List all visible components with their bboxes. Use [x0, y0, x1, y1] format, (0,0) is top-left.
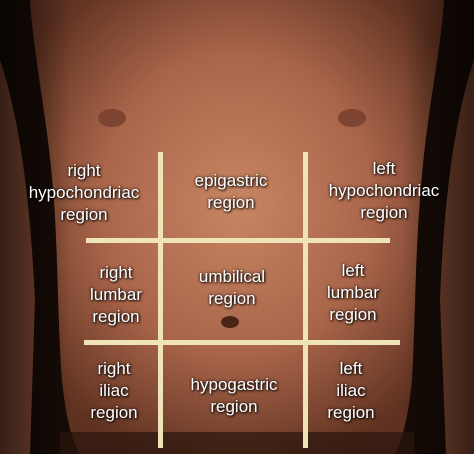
hypogastric-label: hypogastric region	[190, 375, 278, 416]
lower-horizontal-line	[84, 340, 400, 345]
right-lumbar-label: right lumbar region	[90, 263, 142, 326]
left-hypochondriac-label: left hypochondriac region	[328, 159, 440, 222]
left-lumbar-label: left lumbar region	[327, 261, 379, 324]
left-nipple	[338, 109, 366, 127]
right-iliac-label: right iliac region	[90, 359, 138, 422]
region-grid	[84, 152, 400, 448]
right-hypochondriac-label: right hypochondriac region	[28, 161, 140, 224]
epigastric-label: epigastric region	[194, 171, 268, 212]
right-nipple	[98, 109, 126, 127]
left-vertical-line	[303, 152, 308, 448]
right-vertical-line	[158, 152, 163, 448]
upper-horizontal-line	[86, 238, 390, 243]
navel	[221, 316, 239, 328]
waistband-shadow	[60, 432, 414, 454]
umbilical-label: umbilical region	[198, 267, 266, 308]
left-iliac-label: left iliac region	[327, 359, 375, 422]
